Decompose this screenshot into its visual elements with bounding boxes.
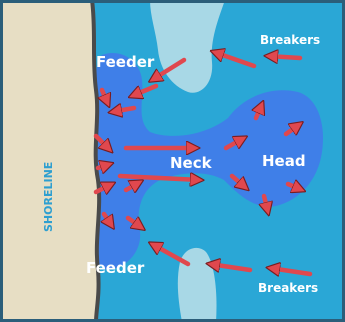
label-breakers-bottom: Breakers: [258, 281, 318, 295]
arrow-breakers-top-1: [268, 56, 300, 58]
label-breakers-top: Breakers: [260, 33, 320, 47]
label-feeder-top: Feeder: [96, 53, 155, 71]
label-neck: Neck: [170, 154, 213, 172]
label-shoreline: SHORELINE: [42, 162, 55, 232]
label-head: Head: [262, 152, 306, 170]
shoreline-sand: [0, 0, 99, 322]
label-feeder-bottom: Feeder: [86, 259, 145, 277]
